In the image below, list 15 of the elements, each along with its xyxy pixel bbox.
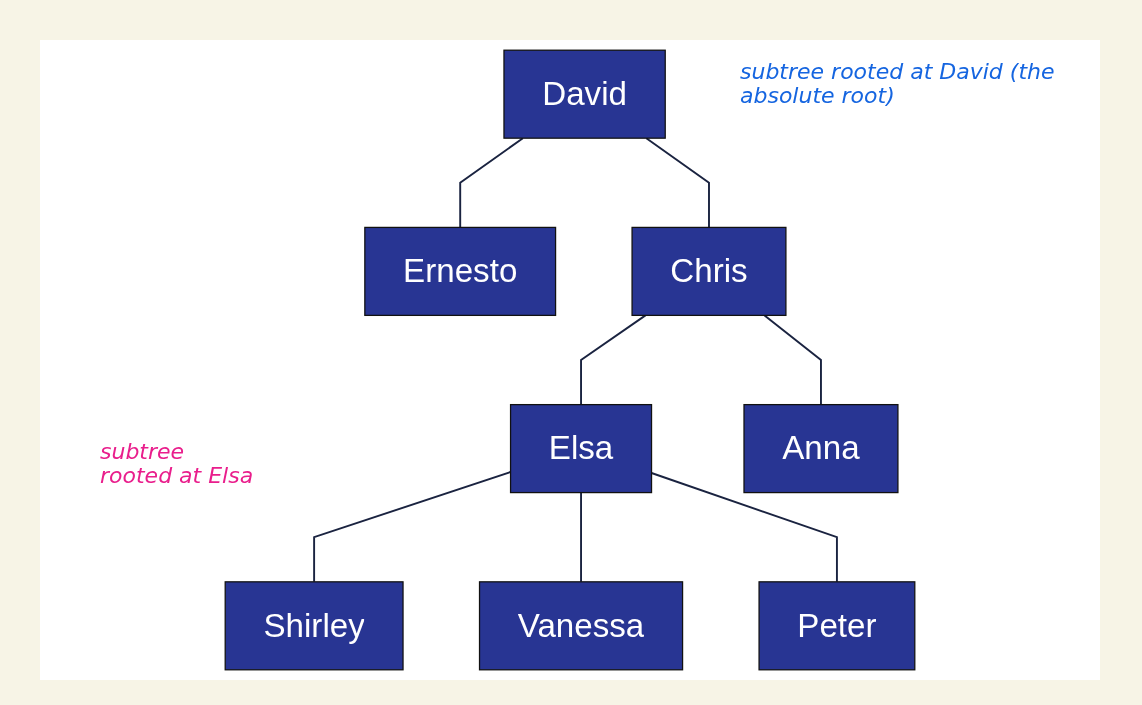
- connector: [763, 314, 822, 406]
- node-box: Anna: [743, 404, 899, 494]
- node-box: Peter: [758, 581, 916, 671]
- node-box: Shirley: [224, 581, 404, 671]
- connector: [580, 491, 582, 583]
- connector: [580, 314, 647, 406]
- handwritten-note: subtree rooted at Elsa: [100, 440, 255, 489]
- node-box: David: [503, 49, 666, 139]
- handwritten-note: subtree rooted at David (the absolute root): [740, 60, 1056, 109]
- node-box: Vanessa: [478, 581, 684, 671]
- connector: [645, 137, 710, 229]
- node-box: Elsa: [509, 404, 653, 494]
- node-box: Chris: [631, 226, 787, 316]
- node-box: Ernesto: [364, 226, 557, 316]
- connector: [459, 137, 524, 229]
